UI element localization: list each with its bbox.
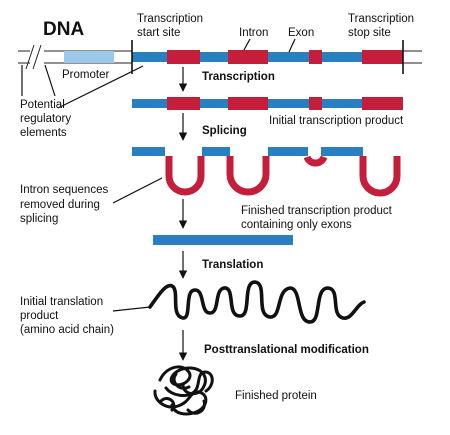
amino-acid-chain (148, 280, 366, 324)
translation-step-label: Translation (202, 259, 263, 271)
intron-loop (226, 156, 270, 196)
regulatory-label: Potential regulatory elements (20, 99, 74, 139)
exon-pointer (288, 38, 296, 53)
transcription-stop-label: Transcription stop site (348, 13, 417, 39)
intron-segment (362, 50, 403, 64)
intron-segment (362, 97, 403, 110)
exon-segment (322, 99, 362, 108)
finished-protein (153, 365, 214, 416)
intron-segment (228, 50, 268, 64)
posttranslational-step-label: Posttranslational modification (204, 344, 369, 356)
dna-title: DNA (43, 19, 84, 40)
exon-segment (322, 52, 362, 62)
intron-label: Intron (239, 27, 268, 39)
regulatory-pointer (57, 65, 144, 109)
promoter-region (64, 51, 114, 63)
dna-strand (18, 40, 422, 74)
initial-translation-pointer (112, 306, 151, 312)
intron-removed-pointer (112, 177, 163, 204)
exon-segment (132, 147, 165, 156)
exon-label: Exon (288, 27, 314, 39)
splicing-step-label: Splicing (202, 125, 247, 137)
initial-transcription-label: Initial transcription product (269, 115, 404, 127)
exon-segment (268, 147, 308, 156)
exon-segment (132, 99, 167, 108)
regulatory-pointer (44, 64, 56, 97)
intron-segment (309, 97, 322, 110)
break-mark (25, 44, 35, 70)
exon-segment (202, 147, 230, 156)
transcription-start-label: Transcription start site (137, 13, 206, 39)
splicing-product (132, 147, 401, 197)
exon-segment (200, 52, 228, 62)
intron-loop (359, 156, 401, 197)
exon-segment (321, 147, 363, 156)
exon-segment (268, 99, 309, 108)
intron-loop (303, 155, 328, 167)
break-mark (32, 44, 42, 70)
intron-segment (167, 97, 200, 110)
initial-transcription-product (132, 97, 403, 110)
promoter-label: Promoter (62, 69, 109, 81)
intron-segment (167, 50, 200, 64)
intron-pointer (243, 38, 251, 51)
intron-removed-label: Intron sequences removed during splicing (20, 184, 111, 225)
intron-segment (228, 97, 268, 110)
exon-segment (200, 99, 228, 108)
exon-segment (268, 52, 309, 62)
intron-loop (165, 156, 205, 196)
finished-transcription-product (153, 235, 293, 245)
initial-translation-label: Initial translation product (amino acid … (20, 296, 114, 336)
intron-segment (309, 50, 322, 64)
transcription-step-label: Transcription (202, 71, 275, 83)
finished-protein-label: Finished protein (235, 390, 317, 402)
exon-segment (132, 52, 167, 62)
finished-transcription-label: Finished transcription product containin… (241, 205, 395, 231)
